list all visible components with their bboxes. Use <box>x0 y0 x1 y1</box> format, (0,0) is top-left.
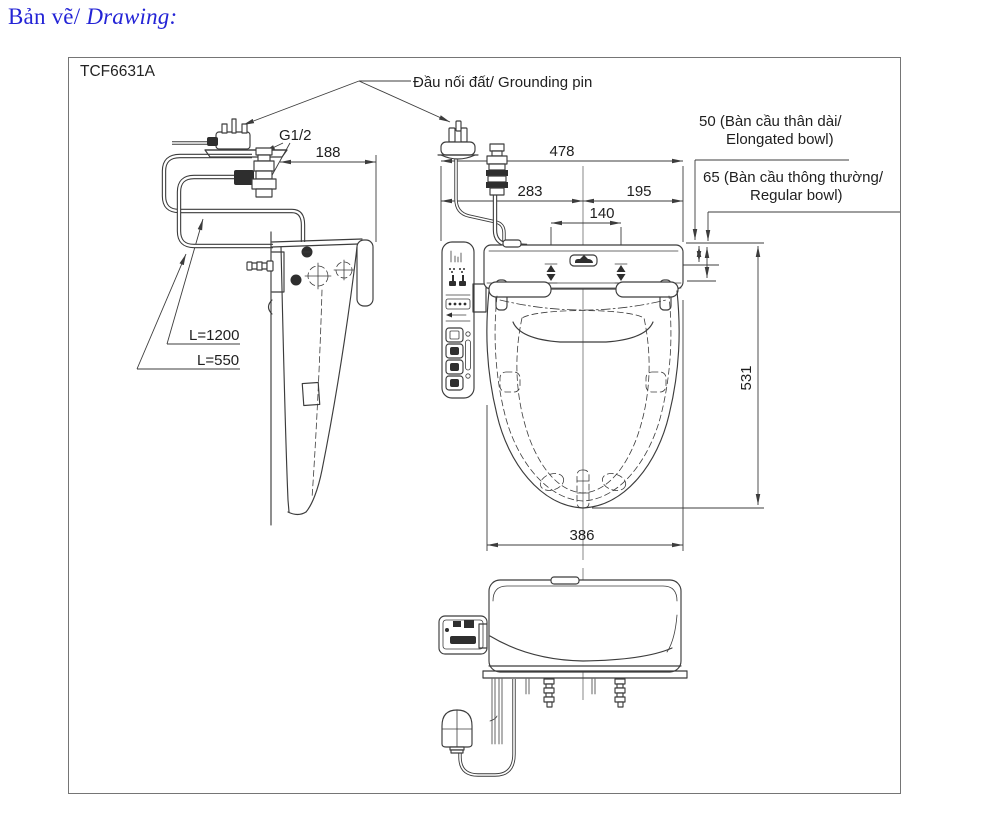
model-label: TCF6631A <box>80 63 155 80</box>
front-plug <box>441 709 473 754</box>
top-valve <box>486 143 508 196</box>
drawing-labels: Đầu nối đất/ Grounding pin G1/2 188 L=12… <box>189 74 884 544</box>
dim-386-label: 386 <box>569 527 594 544</box>
position-slider <box>445 298 471 318</box>
grounding-pin-label: Đầu nối đất/ Grounding pin <box>413 74 592 91</box>
side-valve <box>234 147 277 198</box>
threaded-fitting-right <box>614 678 626 708</box>
page-title: Bản vẽ/Drawing: <box>8 4 177 30</box>
side-plug <box>204 118 288 158</box>
hose-short-label: L=550 <box>197 352 239 369</box>
front-fittings <box>525 678 626 708</box>
elongated-bowl-label-1: 50 (Bàn cầu thân dài/ <box>699 113 842 130</box>
threaded-fitting-left <box>543 678 555 708</box>
side-view <box>161 118 374 526</box>
front-body <box>482 576 688 679</box>
front-view <box>438 576 688 777</box>
dim-195-label: 195 <box>626 183 651 200</box>
top-body <box>483 239 684 311</box>
hose-long-label: L=1200 <box>189 327 239 344</box>
side-body <box>246 231 374 526</box>
front-valve-box <box>438 615 488 655</box>
top-seat <box>486 290 680 509</box>
dim-188-label: 188 <box>315 144 340 161</box>
function-buttons <box>445 327 471 391</box>
top-view <box>437 120 684 509</box>
regular-bowl-label-2: Regular bowl) <box>750 187 843 204</box>
mounting-bolt-left <box>544 263 558 284</box>
dim-140-label: 140 <box>589 205 614 222</box>
page-title-vi: Bản vẽ/ <box>8 4 81 29</box>
g-size-label: G1/2 <box>279 127 312 144</box>
dim-283-label: 283 <box>517 183 542 200</box>
dim-478-label: 478 <box>549 143 574 160</box>
drawing-frame <box>68 57 901 794</box>
nozzle-spray-icons <box>449 268 466 286</box>
page-title-en: Drawing: <box>86 4 178 29</box>
spray-strength-icon <box>450 250 462 263</box>
remote-panel <box>441 241 487 399</box>
elongated-bowl-label-2: Elongated bowl) <box>726 131 834 148</box>
dimension-lines <box>136 80 900 551</box>
regular-bowl-label-1: 65 (Bàn cầu thông thường/ <box>703 169 884 186</box>
top-plug <box>437 120 479 160</box>
dim-531-label: 531 <box>738 365 755 390</box>
